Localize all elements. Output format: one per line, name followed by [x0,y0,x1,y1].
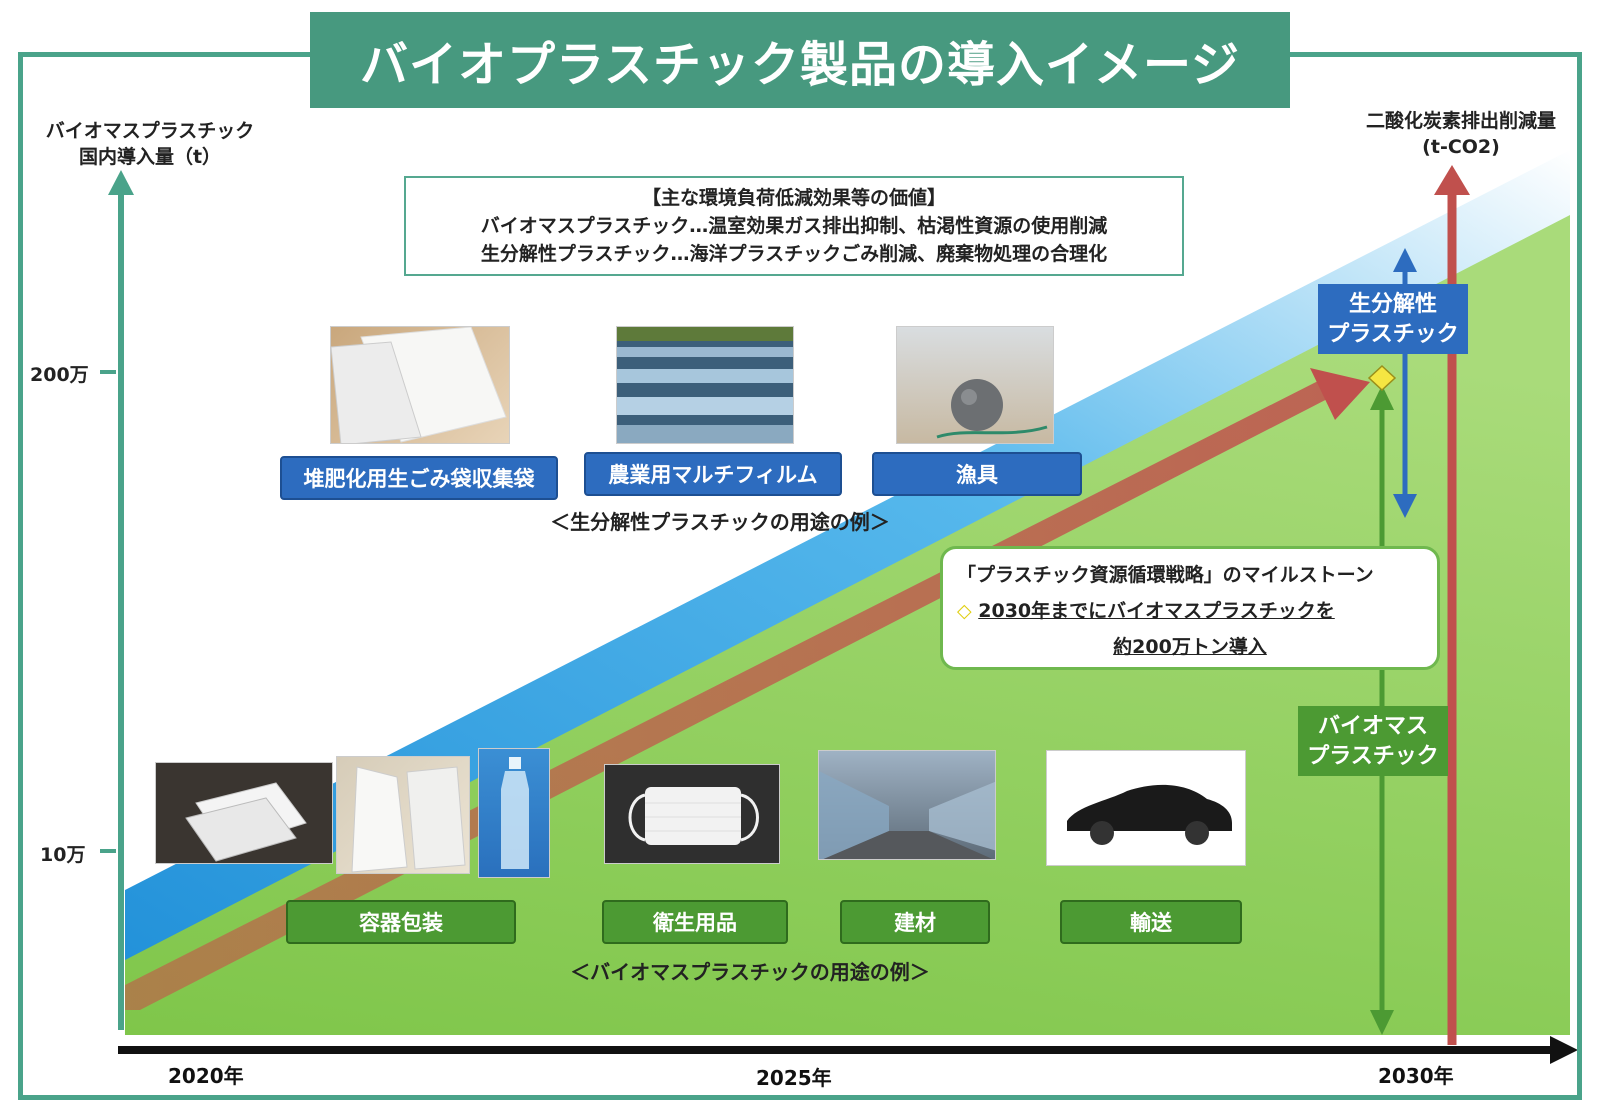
garbage-bag-photo [330,326,510,444]
milestone-target-row: ◇ 2030年までにバイオマスプラスチックを [957,593,1423,629]
use-label-garbage-bag: 堆肥化用生ごみ袋収集袋 [280,456,558,500]
pet-bottle-icon [501,757,529,869]
environmental-value-box: 【主な環境負荷低減効果等の価値】 バイオマスプラスチック…温室効果ガス排出抑制、… [404,176,1184,276]
right-red-axis-arrowhead [1434,165,1470,195]
blue-arrowhead-bottom [1393,494,1417,518]
left-axis-arrowhead [108,170,134,195]
mulch-film-photo [616,326,794,444]
green-arrowhead-bottom [1370,1010,1394,1035]
biomass-plastic-badge: バイオマス プラスチック [1298,706,1448,776]
value-box-line1: バイオマスプラスチック…温室効果ガス排出抑制、枯渇性資源の使用削減 [480,215,1108,237]
car-photo [1046,750,1246,866]
milestone-diamond-icon: ◇ [957,600,972,622]
right-axis-label-line1: 二酸化炭素排出削減量 [1365,110,1556,132]
milestone-diamond-marker [1367,364,1397,392]
red-arrow-head [1310,368,1370,420]
pet-bottle-photo [478,748,550,878]
use-label-building-material: 建材 [840,900,990,944]
page-title: バイオプラスチック製品の導入イメージ [310,12,1290,108]
blue-arrowhead-top [1393,248,1417,272]
biomass-badge-line2: プラスチック [1307,744,1439,769]
timeline-label-2025: 2025年 [756,1066,832,1090]
food-tray-icon [185,782,307,862]
biomass-badge-line1: バイオマス [1317,714,1428,739]
use-label-fishing-gear: 漁具 [872,452,1082,496]
tick-lower-label: 10万 [40,844,86,866]
use-label-transport: 輸送 [1060,900,1242,944]
left-axis-label-line2: 国内導入量（t） [78,146,222,168]
biodegradable-uses-caption: ＜生分解性プラスチックの用途の例＞ [550,510,890,534]
timeline-label-2020: 2020年 [168,1064,244,1088]
noise-barrier-icon [819,771,995,859]
left-axis-label: バイオマスプラスチック 国内導入量（t） [30,118,270,170]
shopping-bag-photo [336,756,470,874]
right-axis-label: 二酸化炭素排出削減量 (t-CO2) [1346,108,1576,160]
shopping-bag-icon [351,766,466,873]
fishing-buoy-icon [936,379,1048,439]
face-mask-icon [628,787,759,845]
face-mask-photo [604,764,780,864]
tick-upper-label: 200万 [30,364,89,386]
time-axis-arrowhead [1550,1036,1578,1064]
biomass-uses-caption: ＜バイオマスプラスチックの用途の例＞ [570,960,930,984]
use-label-mulch-film: 農業用マルチフィルム [584,452,842,496]
green-arrowhead-top [1370,385,1394,410]
left-axis-label-line1: バイオマスプラスチック [45,120,255,142]
biodegradable-badge-line1: 生分解性 [1348,292,1437,317]
milestone-box: 「プラスチック資源循環戦略」のマイルストーン ◇ 2030年までにバイオマスプラ… [940,546,1440,670]
biodegradable-badge-line2: プラスチック [1327,322,1459,347]
plastic-bag-icon [331,327,507,443]
value-box-heading: 【主な環境負荷低減効果等の価値】 [641,187,946,209]
car-icon [1067,784,1232,845]
building-material-photo [818,750,996,860]
timeline-label-2030: 2030年 [1378,1064,1454,1088]
milestone-line2: 約200万トン導入 [1113,636,1267,658]
milestone-line1: 2030年までにバイオマスプラスチックを [978,600,1335,622]
food-tray-photo [155,762,333,864]
use-label-hygiene: 衛生用品 [602,900,788,944]
value-box-line2: 生分解性プラスチック…海洋プラスチックごみ削減、廃棄物処理の合理化 [480,243,1108,265]
milestone-heading: 「プラスチック資源循環戦略」のマイルストーン [957,564,1374,586]
right-axis-label-line2: (t-CO2) [1422,136,1500,158]
mulch-film-icon [617,327,793,443]
use-label-packaging: 容器包装 [286,900,516,944]
fishing-gear-photo [896,326,1054,444]
biodegradable-plastic-badge: 生分解性 プラスチック [1318,284,1468,354]
